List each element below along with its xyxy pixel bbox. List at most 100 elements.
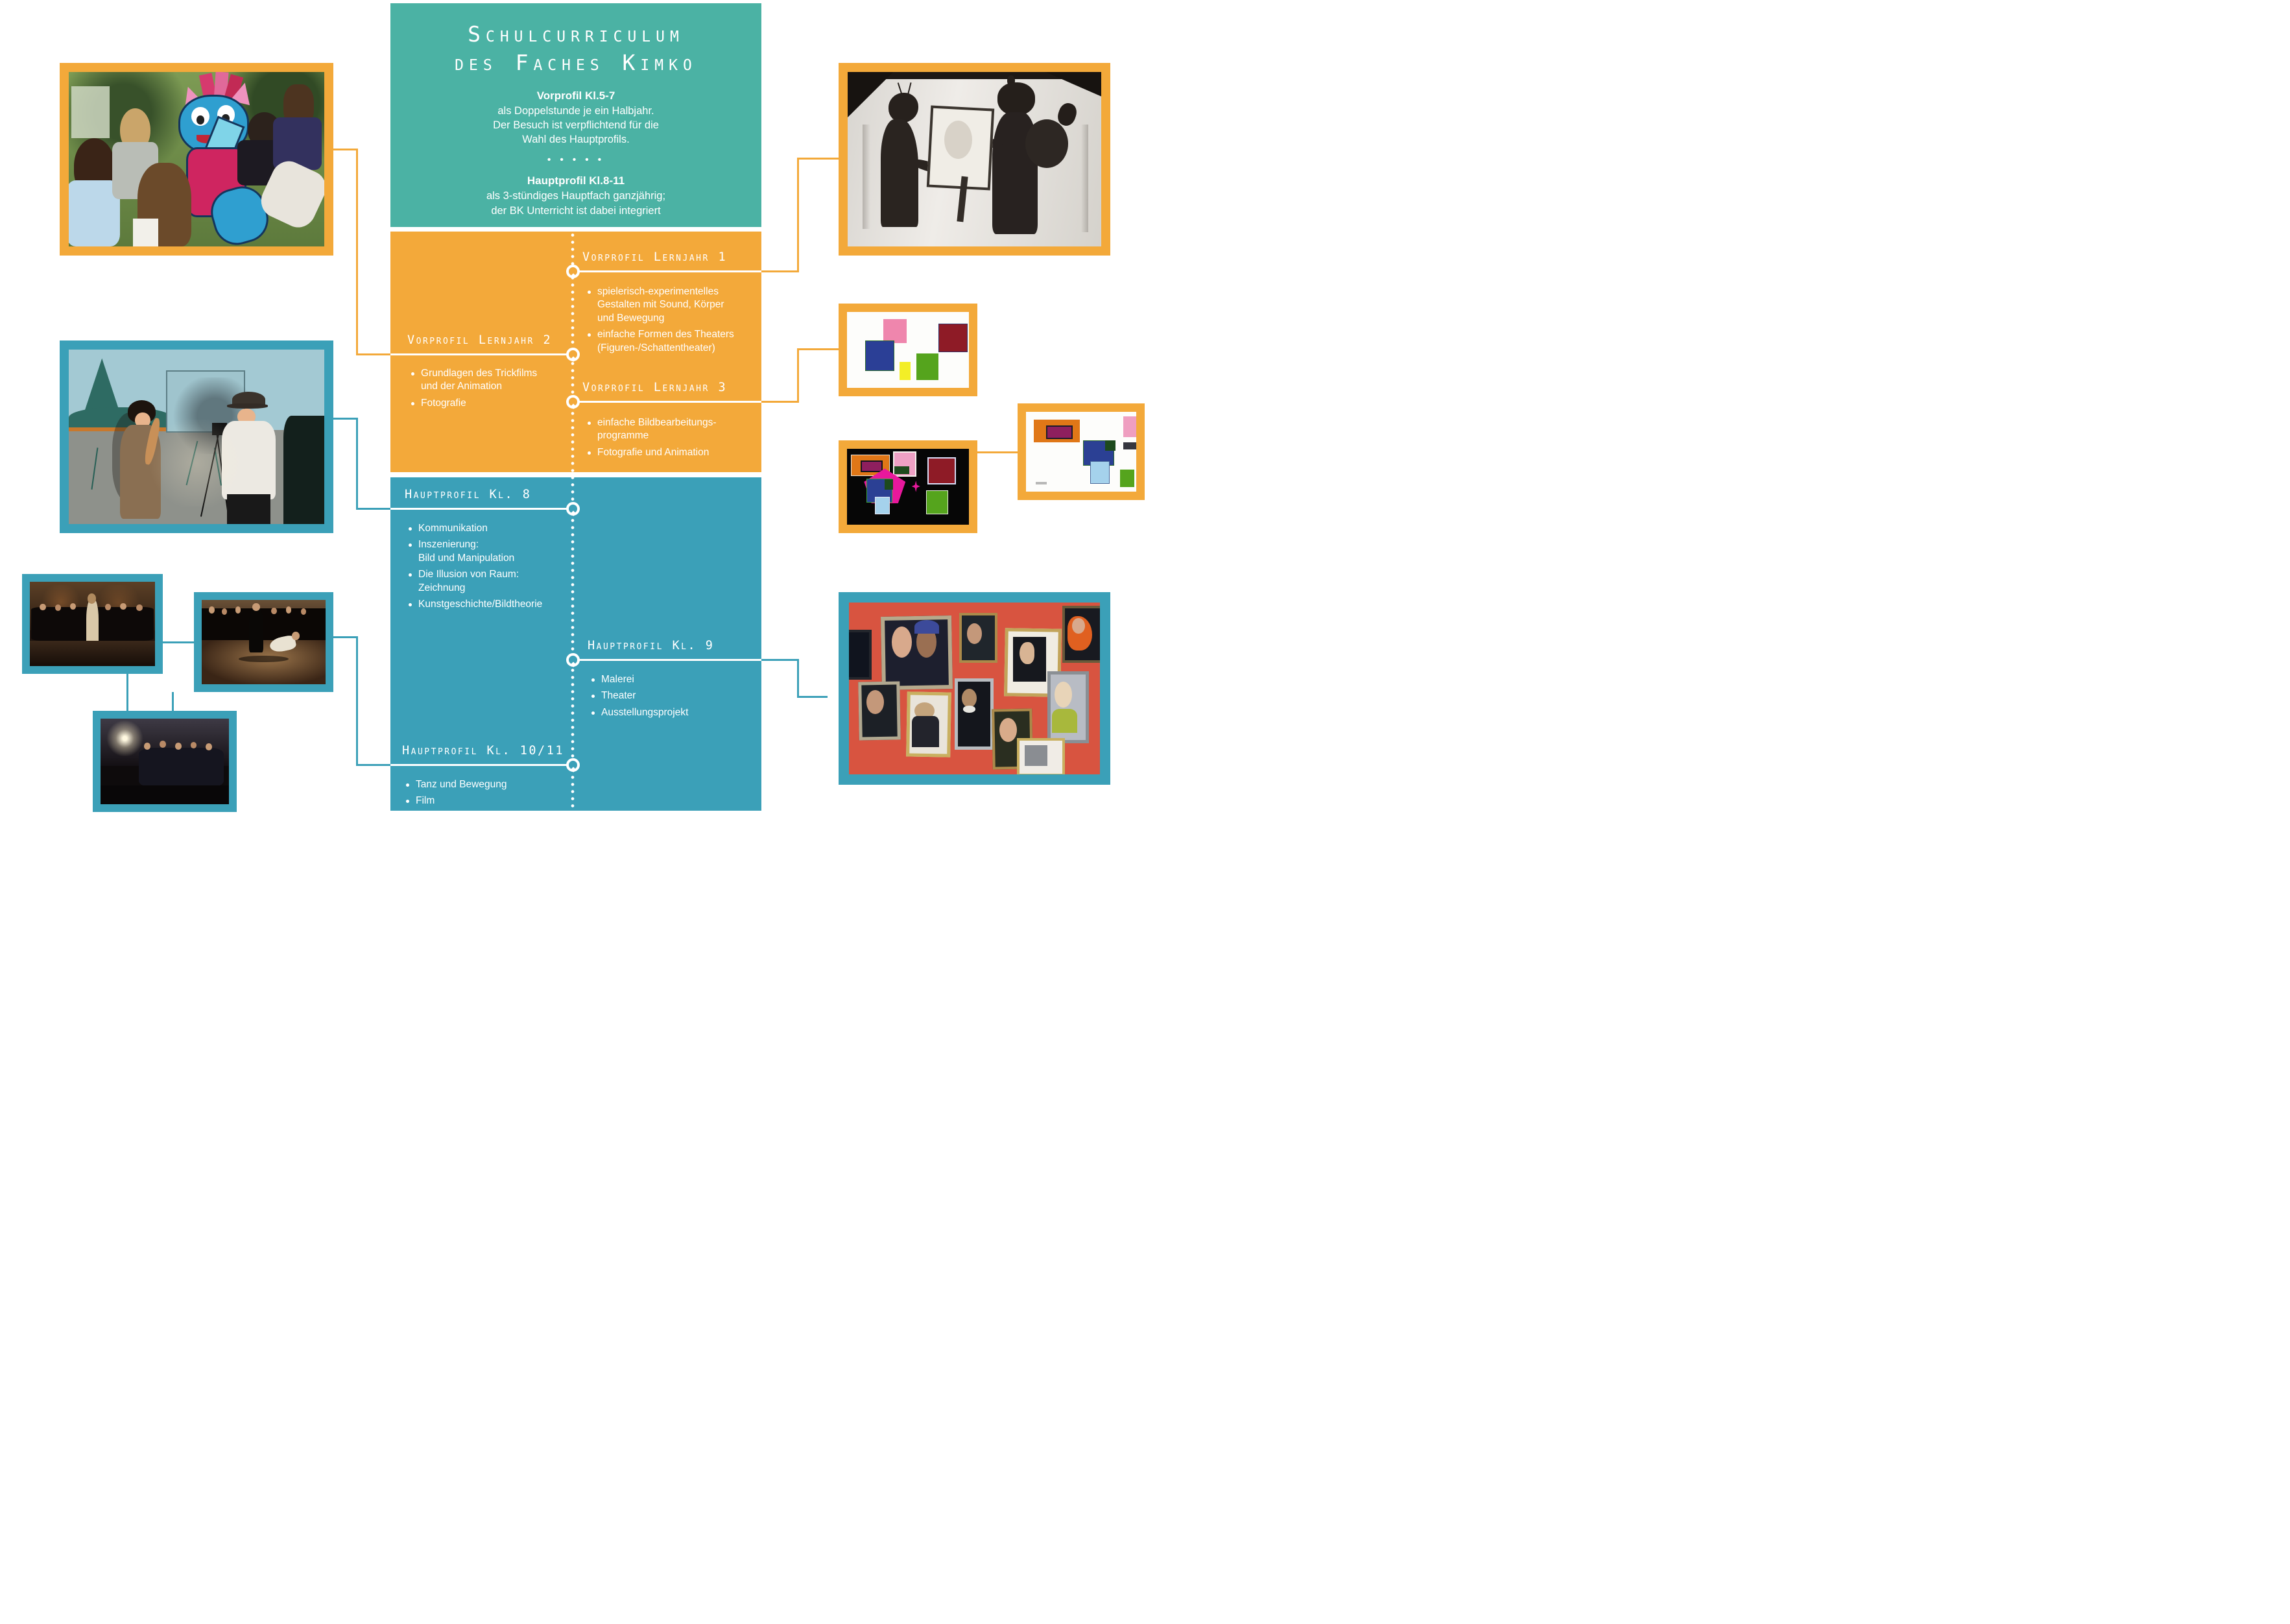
decor-shape — [963, 706, 976, 713]
decor-shape — [202, 640, 326, 684]
list-item: Kommunikation — [405, 522, 571, 535]
decor-shape — [997, 82, 1036, 116]
decor-shape — [1055, 681, 1073, 708]
list-hauptprofil-kl9: Malerei Theater Ausstellungsprojekt — [588, 673, 756, 722]
decor-shape — [248, 606, 264, 652]
decor-shape: einfache Bildbearbeitungs- programme Fot… — [584, 416, 760, 459]
photo-trickfilm-figur — [60, 63, 333, 256]
connector-tanz — [333, 636, 358, 638]
hauptprofil-intro-title: Hauptprofil Kl.8-11 — [527, 174, 625, 187]
underline-hk8 — [390, 508, 573, 510]
decor-shape — [252, 603, 260, 611]
decor-shape — [221, 608, 228, 615]
decor-shape — [69, 350, 324, 524]
decor-shape: Grundlagen des Trickfilms und der Animat… — [407, 367, 569, 410]
decor-shape — [1119, 469, 1134, 487]
decor-shape — [848, 72, 1101, 246]
connector-galerie — [761, 659, 799, 661]
decor-shape — [1090, 461, 1110, 484]
decor-shape — [926, 490, 949, 515]
decor-shape — [222, 421, 276, 500]
decor-shape: Tanz und Bewegung Film Design — [402, 778, 571, 812]
decor-shape — [101, 785, 229, 804]
decor-shape — [847, 449, 969, 525]
vorprofil-intro-title: Vorprofil Kl.5-7 — [536, 90, 615, 102]
connector-theater — [333, 418, 358, 420]
decor-shape: spielerisch-experimentelles Gestalten mi… — [584, 285, 760, 355]
list-item: Ausstellungsprojekt — [588, 706, 756, 719]
list-item: Fotografie — [407, 397, 569, 410]
decor-shape — [135, 412, 151, 429]
decor-shape — [235, 606, 241, 614]
decor-shape — [847, 312, 969, 388]
section-title-hauptprofil-kl10-11: Hauptprofil Kl. 10/11 — [402, 744, 564, 758]
decor-shape — [119, 603, 126, 610]
photo-tanz-duo — [194, 592, 333, 692]
decor-shape — [1025, 119, 1069, 168]
decor-shape — [101, 719, 229, 804]
decor-shape — [197, 115, 204, 125]
list-item: einfache Bildbearbeitungs- programme — [584, 416, 760, 443]
photo-schattentheater — [839, 63, 1110, 256]
decor-shape — [1123, 416, 1136, 438]
connector-schatten — [797, 159, 799, 272]
decor-shape — [916, 353, 938, 381]
decor-shape — [1123, 442, 1136, 449]
photo-farbkomposition-2 — [1018, 403, 1145, 500]
decor-shape — [888, 93, 919, 123]
decor-shape — [144, 742, 151, 750]
decor-shape — [883, 318, 907, 343]
dots-separator: • • • • • — [547, 154, 604, 166]
list-item: Design — [402, 811, 571, 813]
decor-shape — [1036, 482, 1047, 484]
decor-shape — [91, 447, 99, 489]
curriculum-poster: Schulcurriculum des Faches Kimko Vorprof… — [0, 0, 1145, 812]
decor-shape — [1045, 72, 1101, 97]
list-hauptprofil-kl10-11: Tanz und Bewegung Film Design — [402, 778, 571, 812]
decor-shape — [1080, 124, 1089, 233]
section-title-vorprofil-lernjahr-2: Vorprofil Lernjahr 2 — [407, 333, 553, 347]
section-title-vorprofil-lernjahr-1: Vorprofil Lernjahr 1 — [582, 250, 728, 264]
decor-shape — [849, 603, 1100, 774]
decor-shape — [54, 604, 62, 612]
decor-shape — [132, 218, 158, 246]
decor-shape — [30, 641, 155, 666]
decor-shape — [849, 630, 872, 680]
decor-shape — [227, 403, 268, 409]
decor-shape — [69, 603, 77, 610]
photo-farbkomposition-1 — [839, 304, 977, 396]
decor-shape — [875, 496, 890, 515]
hauptprofil-box — [390, 477, 761, 811]
section-title-hauptprofil-kl8: Hauptprofil Kl. 8 — [405, 488, 532, 501]
decor-shape — [891, 627, 912, 658]
photo-ausstellung-galeriewand — [839, 592, 1110, 785]
connector-schatten — [761, 270, 799, 272]
connector-galerie — [797, 696, 828, 698]
header-box: Schulcurriculum des Faches Kimko Vorprof… — [390, 3, 761, 227]
decor-shape — [87, 593, 97, 604]
list-item: Kunstgeschichte/Bildtheorie — [405, 598, 571, 611]
decor-shape — [69, 72, 324, 246]
list-item: Die Illusion von Raum: Zeichnung — [405, 568, 571, 595]
decor-shape — [899, 362, 911, 381]
decor-shape — [283, 416, 324, 524]
decor-shape — [292, 632, 300, 641]
list-hauptprofil-kl8: Kommunikation Inszenierung: Bild und Man… — [405, 522, 571, 615]
decor-shape — [30, 582, 155, 666]
timeline-dotted-line — [571, 232, 575, 811]
poster-title-line2: des Faches Kimko — [455, 49, 697, 75]
connector-tanz — [356, 764, 390, 766]
decor-shape — [104, 603, 112, 611]
timeline-pin-icon — [566, 395, 580, 409]
decor-shape — [105, 720, 145, 757]
connector-fotos-links — [126, 674, 128, 711]
decor-shape — [1020, 641, 1035, 665]
decor-shape — [1052, 709, 1078, 734]
decor-shape — [999, 717, 1018, 742]
underline-vl2 — [390, 353, 573, 355]
decor-shape — [911, 715, 940, 747]
connector-bildbearbeitung — [797, 348, 799, 403]
decor-shape — [227, 494, 271, 524]
decor-shape — [71, 86, 110, 139]
timeline-pin-icon — [566, 758, 580, 772]
